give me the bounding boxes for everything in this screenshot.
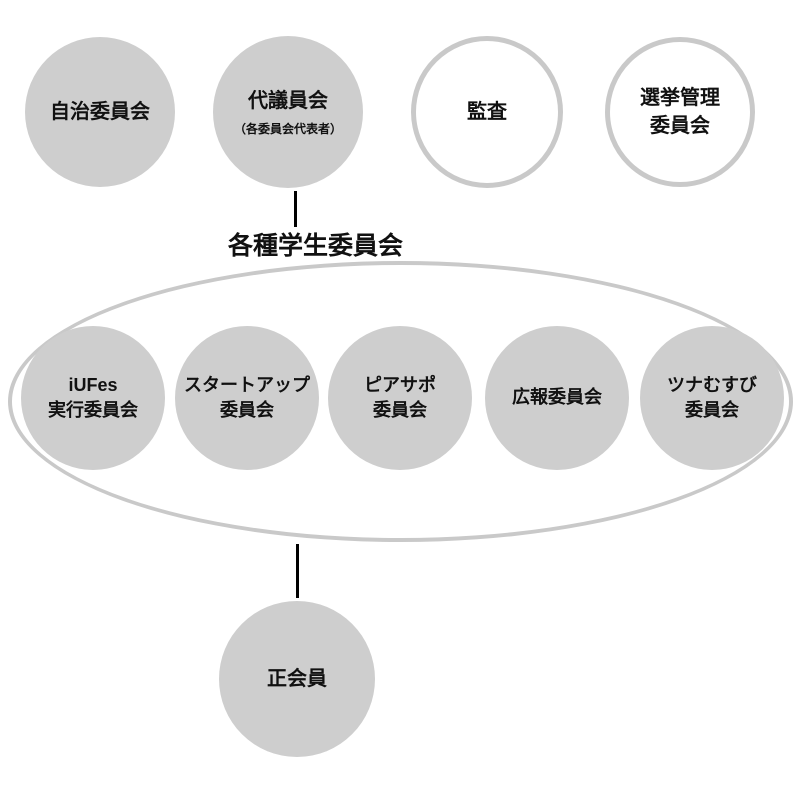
startup-label-line1: スタートアップ: [184, 374, 310, 395]
connector-group-to-member: [296, 544, 299, 598]
election-admin-label-line2: 委員会: [650, 115, 710, 137]
connector-assembly-to-group: [294, 191, 297, 227]
iufes-label-line2: 実行委員会: [48, 400, 138, 420]
iufes-executive-committee-node: iUFes 実行委員会: [21, 326, 165, 470]
startup-committee-node: スタートアップ 委員会: [175, 326, 319, 470]
student-committees-group-label: 各種学生委員会: [227, 232, 403, 260]
audit-node: 監査: [411, 36, 563, 188]
representative-assembly-node: 代議員会 （各委員会代表者）: [213, 36, 363, 188]
autonomy-committee-label: 自治委員会: [50, 101, 150, 123]
representative-assembly-note: （各委員会代表者）: [233, 121, 342, 136]
peer-support-label-line1: ピアサポ: [364, 374, 436, 395]
audit-label: 監査: [467, 101, 507, 123]
representative-assembly-label: 代議員会: [248, 89, 328, 112]
pr-committee-node: 広報委員会: [485, 326, 629, 470]
tsunamusubi-label-line2: 委員会: [685, 400, 739, 420]
pr-committee-label: 広報委員会: [512, 387, 602, 408]
regular-member-node: 正会員: [219, 601, 375, 757]
peer-support-committee-node: ピアサポ 委員会: [328, 326, 472, 470]
tsunamusubi-label-line1: ツナむすび: [667, 374, 757, 395]
autonomy-committee-node: 自治委員会: [25, 37, 175, 187]
tsunamusubi-committee-node: ツナむすび 委員会: [640, 326, 784, 470]
iufes-label-line1: iUFes: [68, 374, 118, 395]
election-admin-label-line1: 選挙管理: [640, 87, 720, 109]
election-admin-committee-node: 選挙管理 委員会: [605, 37, 755, 187]
startup-label-line2: 委員会: [220, 400, 274, 420]
student-committees-group-ellipse: [8, 261, 793, 542]
peer-support-label-line2: 委員会: [373, 400, 427, 420]
regular-member-label: 正会員: [267, 668, 327, 690]
